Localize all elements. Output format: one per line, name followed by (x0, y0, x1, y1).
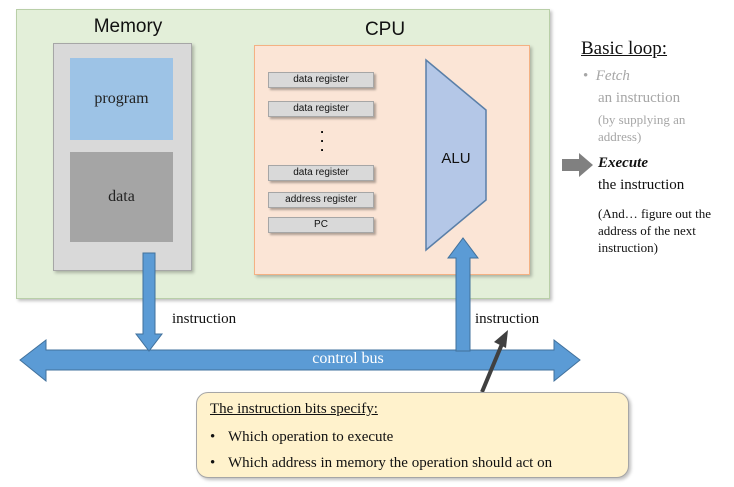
address-register: address register (268, 192, 374, 208)
alu-label: ALU (441, 150, 471, 167)
execute-step: Execute (598, 155, 648, 171)
data-register-1: data register (268, 72, 374, 88)
callout-item-text: Which address in memory the operation sh… (228, 455, 553, 471)
execute-subtext: the instruction (598, 177, 685, 193)
callout-pointer-head (494, 330, 508, 348)
callout-pointer-line (480, 343, 504, 393)
basic-loop-title: Basic loop: (581, 38, 668, 59)
callout-bullet: • (210, 455, 216, 471)
memory-to-bus-arrow (134, 252, 164, 352)
callout-title: The instruction bits specify: (210, 401, 378, 417)
fetch-step: • Fetch (583, 68, 630, 85)
instruction-label-left: instruction (172, 311, 237, 327)
instruction-label-right: instruction (475, 311, 540, 327)
fetch-word: Fetch (595, 68, 630, 84)
pc-register: PC (268, 217, 374, 233)
callout-bullet: • (210, 429, 216, 445)
callout-item-text: Which operation to execute (228, 429, 394, 445)
data-segment: data (70, 152, 173, 242)
bus-to-alu-arrow (447, 237, 479, 352)
instruction-bits-callout (196, 392, 629, 478)
execute-note: (And… figure out the address of the next… (598, 206, 712, 255)
register-ellipsis: ... (320, 121, 324, 154)
callout-item-address: • Which address in memory the operation s… (210, 455, 552, 472)
callout-item-operation: • Which operation to execute (210, 429, 393, 446)
memory-title: Memory (93, 16, 163, 37)
fetch-note: (by supplying an address) (598, 112, 686, 144)
data-register-3: data register (268, 165, 374, 181)
execute-pointer-arrow (562, 153, 593, 177)
program-segment: program (70, 58, 173, 140)
cpu-title: CPU (364, 19, 406, 40)
fetch-subtext: an instruction (598, 90, 681, 106)
alu-shape (425, 58, 487, 252)
control-bus-arrow (19, 338, 581, 383)
fetch-bullet: • (583, 68, 589, 84)
control-bus-label: control bus (312, 350, 384, 367)
data-register-2: data register (268, 101, 374, 117)
